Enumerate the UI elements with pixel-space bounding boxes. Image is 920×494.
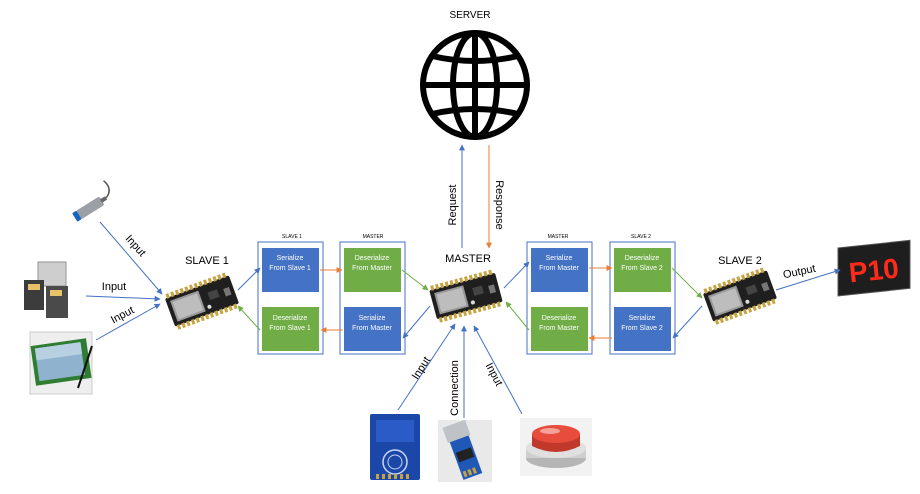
rfid-input-label: Input: [410, 355, 433, 382]
slave2-label: SLAVE 2: [718, 255, 762, 267]
relay-input-arrow: [85, 295, 161, 302]
group4-title: SLAVE 2: [631, 234, 651, 240]
output-arrow: [775, 268, 841, 291]
slave2-to-g4-arrow: [672, 305, 703, 339]
ethernet-module-icon: [438, 419, 492, 482]
lcd-screen-icon: [29, 331, 93, 395]
p10-display-text: P10: [847, 252, 900, 288]
relay-input-label: Input: [102, 281, 126, 293]
slave1-board-icon: [163, 271, 241, 331]
push-button-icon: [520, 418, 592, 476]
slave2-board-icon: [701, 266, 779, 326]
g3-to-master-arrow: [505, 301, 530, 331]
group3-title: MASTER: [548, 234, 569, 240]
p10-display-icon: P10: [837, 239, 911, 297]
group4-frame: [609, 241, 676, 355]
screen-input-arrow: [95, 303, 161, 341]
group3-frame: [526, 241, 593, 355]
group3-bottom-box: [531, 307, 588, 351]
master-to-g3-arrow: [503, 261, 530, 289]
relay-module-icon: [24, 261, 68, 318]
master-to-g2-arrow: [402, 305, 431, 339]
button-input-label: Input: [483, 361, 505, 388]
group1-title: SLAVE 1: [282, 234, 302, 240]
g4-to-slave2-arrow: [671, 267, 703, 299]
g2-to-master-arrow: [401, 269, 429, 291]
group1-frame: [257, 241, 324, 355]
group2-frame: [339, 241, 406, 355]
proximity-sensor-icon: [72, 180, 110, 222]
group1-bottom-box: [262, 307, 319, 351]
response-label: Response: [493, 180, 505, 230]
connection-label: Connection: [449, 360, 461, 416]
server-globe-icon: [420, 30, 530, 140]
group2-top-box: [344, 248, 401, 292]
group4-top-box: [614, 248, 671, 292]
master-board-icon: [428, 268, 504, 324]
sensor-input-arrow: [99, 221, 163, 295]
slave1-label: SLAVE 1: [185, 255, 229, 267]
slave1-to-serialize-arrow: [237, 267, 261, 291]
rfid-reader-icon: [370, 414, 420, 480]
group2-title: MASTER: [363, 234, 384, 240]
rfid-input-arrow: [397, 323, 456, 411]
server-label: SERVER: [450, 10, 491, 21]
sensor-input-label: Input: [123, 233, 148, 259]
group1-top-box: [262, 248, 319, 292]
group2-bottom-box: [344, 307, 401, 351]
request-label: Request: [447, 185, 459, 226]
deserialize-to-slave1-arrow: [237, 305, 261, 331]
group3-top-box: [531, 248, 588, 292]
group4-bottom-box: [614, 307, 671, 351]
button-input-arrow: [473, 325, 523, 415]
master-label: MASTER: [445, 253, 491, 265]
screen-input-label: Input: [109, 304, 136, 326]
